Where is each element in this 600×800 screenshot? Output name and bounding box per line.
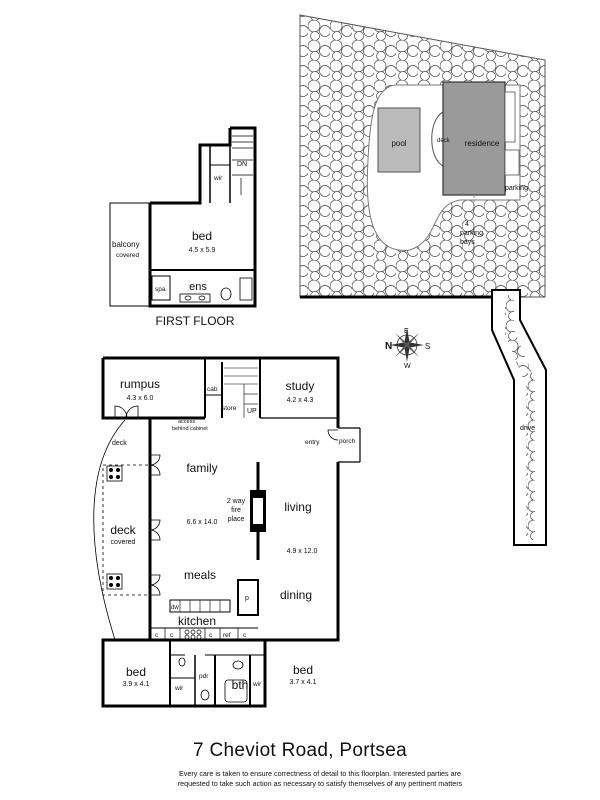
porch-label: porch bbox=[339, 438, 356, 445]
spa-label: spa bbox=[155, 286, 166, 293]
compass-rose bbox=[390, 328, 424, 362]
bench-c-3: c bbox=[209, 632, 213, 639]
ff-dn-label: DN bbox=[237, 161, 247, 168]
study-dim: 4.2 x 4.3 bbox=[287, 397, 314, 404]
address-title: 7 Cheviot Road, Portsea bbox=[193, 740, 407, 761]
fireplace-label-3: place bbox=[228, 516, 245, 523]
compass-s: S bbox=[425, 342, 430, 351]
ff-bed-label: bed bbox=[192, 229, 212, 243]
study-label: study bbox=[286, 379, 315, 393]
bed-right-label: bed bbox=[293, 663, 313, 677]
fireplace-label-1: 2 way bbox=[227, 498, 246, 505]
cab-label: cab bbox=[207, 386, 218, 393]
drive-strip bbox=[491, 289, 547, 546]
parking-bays-label: parking bbox=[460, 230, 483, 237]
up-label: UP bbox=[247, 408, 257, 415]
bench-c-2: c bbox=[170, 632, 174, 639]
compass-e: E bbox=[404, 328, 409, 335]
bth-label: bth bbox=[232, 678, 249, 692]
access-label-2: behind cabinet bbox=[172, 426, 208, 432]
fireplace-label-2: fire bbox=[231, 507, 241, 514]
balcony-sub-label: covered bbox=[116, 252, 140, 259]
pantry-label: p bbox=[245, 595, 249, 602]
meals-label: meals bbox=[184, 568, 216, 582]
kitchen-label: kitchen bbox=[178, 614, 216, 628]
family-dim: 6.6 x 14.0 bbox=[187, 519, 218, 526]
pool-label: pool bbox=[391, 139, 406, 148]
wir-left-label: wir bbox=[174, 685, 184, 692]
pool-shape bbox=[377, 107, 421, 173]
pdr-label: pdr bbox=[199, 673, 209, 680]
parking-label: parking bbox=[505, 185, 528, 192]
ref-label: ref bbox=[223, 632, 231, 639]
deck-label: deck bbox=[112, 440, 127, 447]
ens-label: ens bbox=[189, 281, 207, 293]
parking-bays-label-2: bays bbox=[460, 239, 475, 246]
bench-c-1: c bbox=[155, 632, 159, 639]
bench-c-4: c bbox=[243, 632, 247, 639]
rumpus-dim: 4.3 x 6.0 bbox=[127, 395, 154, 402]
drive-label: drive bbox=[520, 425, 535, 432]
family-label: family bbox=[186, 461, 217, 475]
deck-covered-sub: covered bbox=[111, 539, 136, 546]
site-plan bbox=[299, 14, 547, 546]
bed-left-dim: 3.9 x 4.1 bbox=[123, 681, 150, 688]
deck-covered-label: deck bbox=[110, 523, 136, 537]
residence-shape bbox=[442, 81, 506, 196]
living-dim: 4.9 x 12.0 bbox=[287, 548, 318, 555]
living-label: living bbox=[284, 500, 311, 514]
deck-site-label: deck bbox=[437, 138, 451, 144]
ff-bed-dim: 4.5 x 5.9 bbox=[189, 247, 216, 254]
disclaimer-line-2: requested to take such action as necessa… bbox=[177, 779, 463, 788]
compass-w: W bbox=[404, 363, 411, 370]
bed-left-label: bed bbox=[126, 665, 146, 679]
residence-label: residence bbox=[465, 139, 500, 148]
entry-label: entry bbox=[305, 439, 320, 446]
disclaimer-line-1: Every care is taken to ensure correctnes… bbox=[178, 769, 462, 778]
wir-right-label: wir bbox=[252, 681, 262, 688]
access-label: access bbox=[178, 419, 195, 425]
ff-wir-label: wir bbox=[213, 175, 223, 182]
first-floor-plan bbox=[109, 126, 257, 308]
bed-right-dim: 3.7 x 4.1 bbox=[290, 679, 317, 686]
parking-bays-count: 4 bbox=[465, 221, 469, 228]
dw-label: dw bbox=[171, 605, 179, 611]
store-label: store bbox=[222, 405, 237, 412]
ground-floor-plan bbox=[93, 356, 361, 708]
compass-n: N bbox=[385, 341, 392, 352]
balcony-label: balcony bbox=[112, 240, 140, 249]
rumpus-label: rumpus bbox=[120, 377, 160, 391]
dining-label: dining bbox=[280, 588, 312, 602]
disclaimer: Every care is taken to ensure correctnes… bbox=[120, 769, 520, 789]
first-floor-heading: FIRST FLOOR bbox=[155, 314, 234, 328]
